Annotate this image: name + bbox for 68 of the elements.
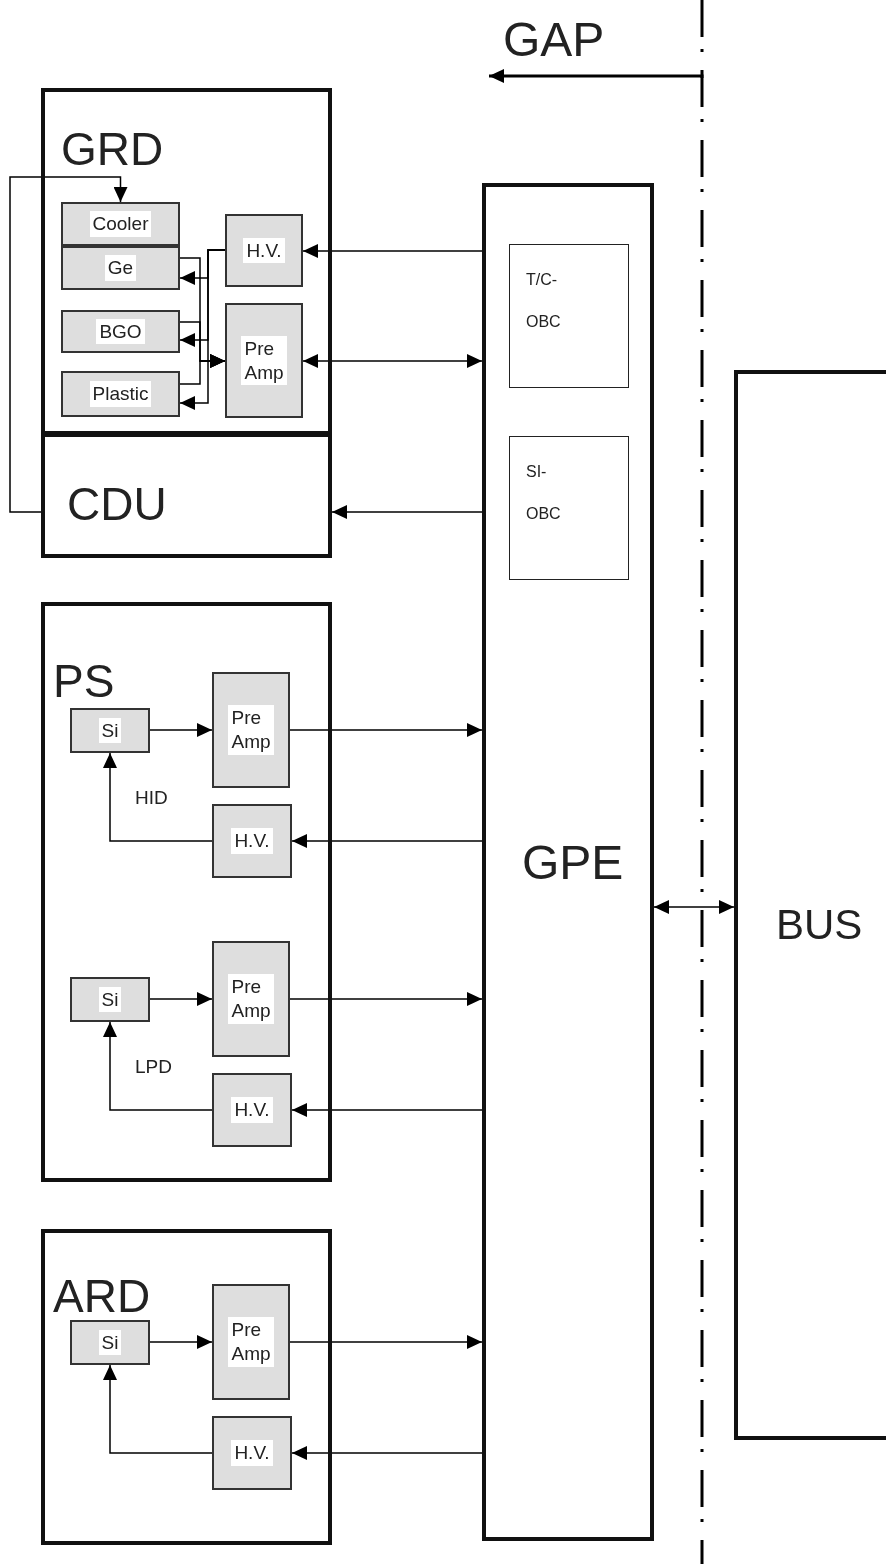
- detector-label: HID: [135, 788, 168, 807]
- component-box: [225, 214, 303, 287]
- component-label: Si: [98, 717, 122, 744]
- component-label: H.V.: [231, 828, 273, 854]
- connector-arrow: [291, 1103, 483, 1117]
- connector-arrow: [302, 244, 483, 258]
- component-box: [225, 303, 303, 418]
- component-label: Pre Amp: [228, 705, 274, 755]
- detector-label: LPD: [135, 1057, 172, 1076]
- connector-arrow: [291, 834, 483, 848]
- component-box: [61, 202, 180, 246]
- component-label: Si: [98, 986, 122, 1013]
- block-frame: [482, 183, 654, 1541]
- component-label: Plastic: [89, 381, 152, 407]
- component-box: [70, 1320, 150, 1365]
- board-box: [509, 436, 629, 580]
- component-box: [212, 1284, 290, 1400]
- connector-arrow: [103, 1364, 213, 1454]
- block-frame: [41, 433, 332, 558]
- component-label: Pre Amp: [241, 335, 287, 386]
- board-label: SI-OBC: [526, 462, 561, 524]
- connector-arrow: [149, 723, 213, 737]
- block-title: GPE: [522, 839, 624, 887]
- block-frame: [734, 370, 886, 1440]
- board-box: [509, 244, 629, 388]
- connector-arrow: [331, 505, 483, 519]
- block-title: BUS: [776, 904, 863, 946]
- component-box: [61, 246, 180, 290]
- board-label: T/C- OBC: [526, 270, 561, 332]
- connector-arrow: [291, 1446, 483, 1460]
- connector-arrow: [302, 354, 483, 368]
- component-box: [61, 371, 180, 417]
- block-frame: [41, 602, 332, 1182]
- gap-label: GAP: [503, 16, 605, 64]
- connector-arrow: [149, 992, 213, 1006]
- block-title: CDU: [67, 481, 167, 527]
- component-box: [212, 1073, 292, 1147]
- component-box: [61, 310, 180, 353]
- connector-arrow: [149, 1335, 213, 1349]
- component-box: [70, 708, 150, 753]
- connector-arrow: [9, 176, 128, 513]
- connector-arrow: [179, 249, 226, 410]
- connector-arrow: [103, 1021, 213, 1111]
- block-title: ARD: [53, 1273, 151, 1319]
- component-label: Pre Amp: [228, 974, 274, 1024]
- component-label: Ge: [104, 255, 137, 281]
- block-title: GRD: [61, 126, 164, 172]
- block-frame: [41, 88, 332, 435]
- connector-arrow: [289, 1335, 483, 1349]
- component-label: BGO: [96, 318, 145, 345]
- component-label: Pre Amp: [228, 1317, 274, 1367]
- component-box: [212, 941, 290, 1057]
- component-box: [212, 1416, 292, 1490]
- component-label: Cooler: [89, 211, 152, 237]
- connector-arrow: [653, 900, 735, 914]
- component-box: [70, 977, 150, 1022]
- connector-arrow: [289, 723, 483, 737]
- component-label: H.V.: [231, 1097, 273, 1123]
- connector-arrow: [103, 752, 213, 842]
- component-label: H.V.: [243, 237, 285, 264]
- block-title: PS: [53, 658, 115, 704]
- component-box: [212, 672, 290, 788]
- connector-arrow: [179, 354, 226, 385]
- connector-arrow: [289, 992, 483, 1006]
- component-label: Si: [98, 1329, 122, 1356]
- component-label: H.V.: [231, 1440, 273, 1466]
- component-box: [212, 804, 292, 878]
- block-frame: [41, 1229, 332, 1545]
